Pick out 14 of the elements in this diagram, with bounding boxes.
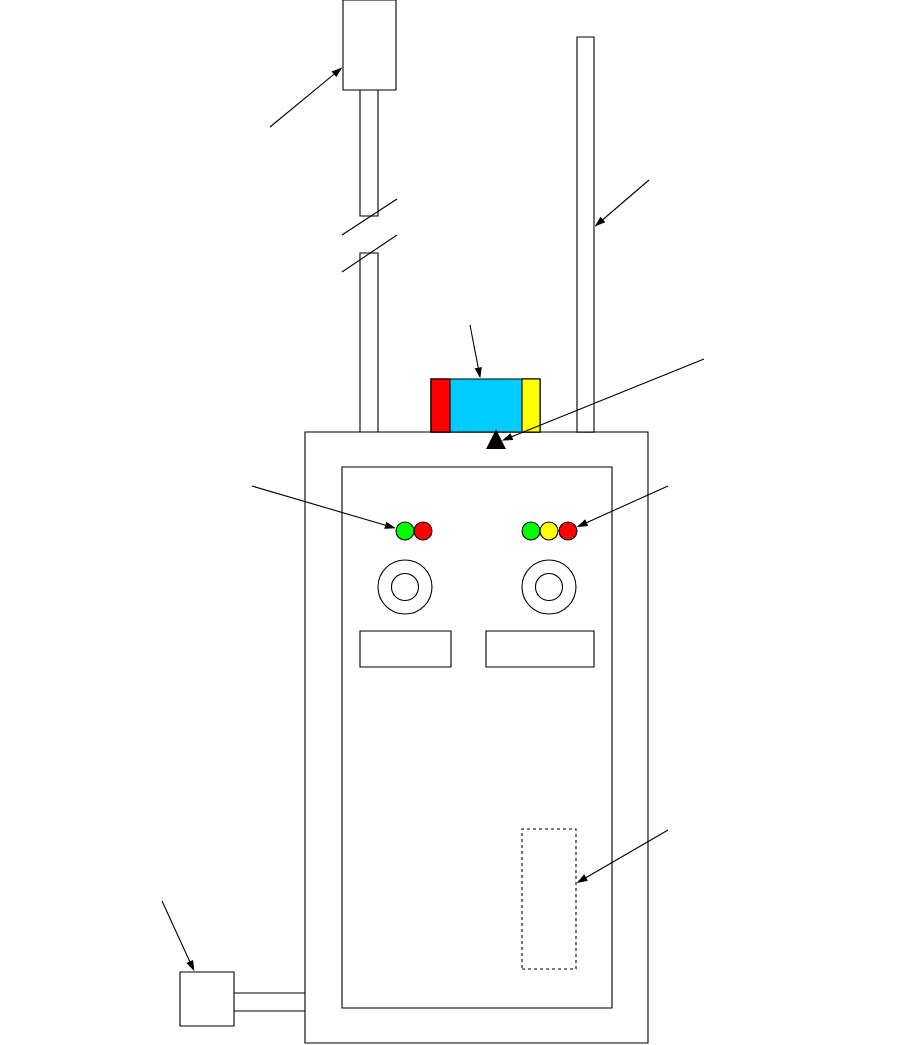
indicator-light — [521, 521, 541, 541]
pole — [576, 36, 595, 433]
device-block — [430, 378, 541, 433]
indicator-light — [395, 521, 415, 541]
sensor-box — [342, 0, 397, 91]
indicator-light — [558, 521, 578, 541]
knob — [377, 559, 433, 615]
junction-box — [179, 971, 235, 1027]
dashed-compartment — [521, 828, 577, 970]
display — [359, 630, 452, 668]
indicator-light — [413, 521, 433, 541]
knob — [521, 559, 577, 615]
indicator-light — [539, 521, 559, 541]
display — [485, 630, 595, 668]
